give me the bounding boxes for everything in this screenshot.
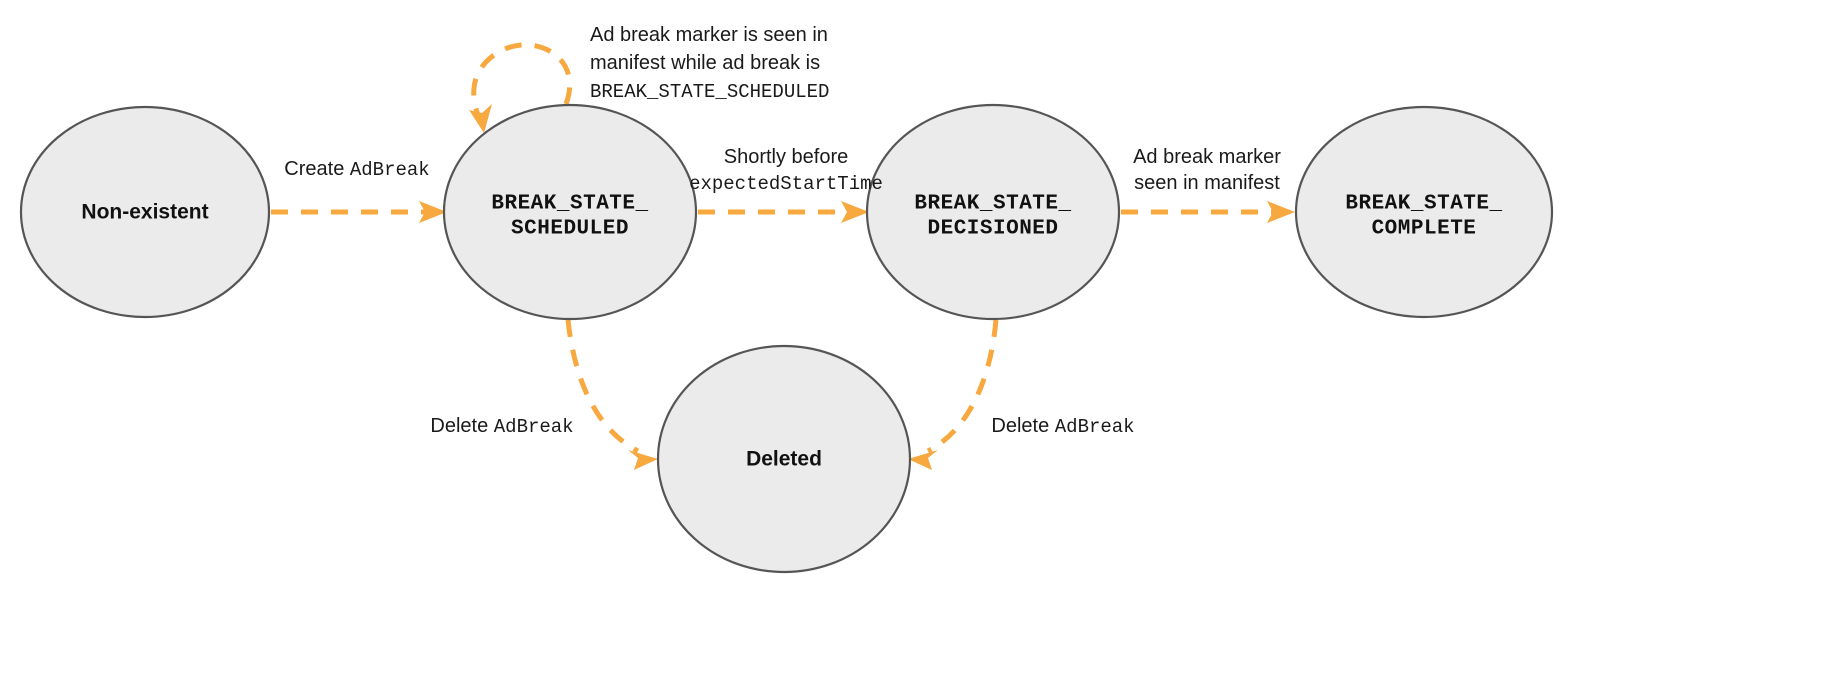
edge-self-loop-line — [471, 42, 573, 119]
edge-label-create-adbreak: Create AdBreak — [284, 158, 429, 181]
state-node-deleted-shape — [656, 344, 912, 574]
state-node-non-existent[interactable]: Non-existent — [19, 105, 271, 319]
state-node-break-state-decisioned-label-line2: DECISIONED — [927, 218, 1058, 241]
edge-label-create-adbreak-code: AdBreak — [350, 159, 430, 181]
state-node-break-state-scheduled[interactable]: BREAK_STATE_ SCHEDULED — [442, 103, 698, 321]
edge-shortly-before-arrowhead — [841, 201, 869, 223]
edge-create-adbreak-arrowhead — [419, 201, 447, 223]
edge-label-shortly-before-line2: expectedStartTime — [689, 173, 883, 195]
edge-label-ad-break-marker-seen-in-manifest: Ad break marker seen in manifest — [1133, 146, 1281, 194]
edge-delete-adbreak-from-scheduled[interactable] — [565, 319, 658, 470]
edge-label-self-loop-line2: manifest while ad break is — [590, 52, 820, 74]
state-node-break-state-complete-label-line2: COMPLETE — [1372, 218, 1477, 241]
edge-label-marker-seen-line2: seen in manifest — [1134, 172, 1280, 194]
edge-label-self-loop-line1: Ad break marker is seen in — [590, 24, 828, 46]
edge-label-delete-left-prose: Delete — [430, 415, 493, 437]
edge-label-delete-right-prose: Delete — [991, 415, 1054, 437]
edge-label-delete-adbreak-from-scheduled: Delete AdBreak — [430, 415, 573, 438]
edge-delete-left-arrowhead — [628, 450, 658, 470]
edge-marker-seen-arrowhead — [1267, 201, 1295, 223]
edge-delete-right-line — [926, 319, 999, 454]
edge-label-self-loop-line3: BREAK_STATE_SCHEDULED — [590, 81, 829, 103]
state-node-non-existent-shape — [19, 105, 271, 319]
edge-label-delete-left-code: AdBreak — [494, 416, 574, 438]
state-node-deleted-label: Deleted — [746, 448, 822, 471]
state-node-break-state-complete[interactable]: BREAK_STATE_ COMPLETE — [1294, 105, 1554, 319]
state-node-non-existent-label: Non-existent — [81, 201, 208, 224]
state-node-break-state-scheduled-shape — [442, 103, 698, 321]
state-node-break-state-decisioned[interactable]: BREAK_STATE_ DECISIONED — [865, 103, 1121, 321]
edge-ad-break-marker-seen-in-manifest[interactable] — [1121, 201, 1295, 223]
edge-delete-right-arrowhead — [908, 450, 938, 470]
edge-label-create-adbreak-prose: Create — [284, 158, 350, 180]
edge-label-delete-adbreak-from-decisioned: Delete AdBreak — [991, 415, 1134, 438]
state-node-break-state-decisioned-label-line1: BREAK_STATE_ — [914, 193, 1071, 216]
state-node-break-state-decisioned-shape — [865, 103, 1121, 321]
edge-create-adbreak[interactable] — [271, 201, 447, 223]
edge-delete-left-line — [565, 319, 640, 454]
edge-label-delete-right-code: AdBreak — [1055, 416, 1135, 438]
edge-delete-adbreak-from-decisioned[interactable] — [908, 319, 999, 470]
edge-label-ad-break-marker-seen-scheduled: Ad break marker is seen in manifest whil… — [590, 24, 829, 103]
state-node-break-state-complete-label-line1: BREAK_STATE_ — [1345, 193, 1502, 216]
state-node-break-state-scheduled-label-line1: BREAK_STATE_ — [491, 193, 648, 216]
edge-shortly-before-expected-start-time[interactable] — [698, 201, 869, 223]
edge-ad-break-marker-seen-scheduled-self-loop[interactable] — [469, 42, 573, 133]
edge-self-loop-arrowhead — [469, 104, 492, 133]
state-node-break-state-scheduled-label-line2: SCHEDULED — [511, 218, 629, 241]
edge-label-marker-seen-line1: Ad break marker — [1133, 146, 1281, 168]
edge-label-shortly-before-line1: Shortly before — [724, 146, 849, 168]
state-node-break-state-complete-shape — [1294, 105, 1554, 319]
state-node-deleted[interactable]: Deleted — [656, 344, 912, 574]
edge-label-shortly-before-expected-start-time: Shortly before expectedStartTime — [689, 146, 883, 195]
